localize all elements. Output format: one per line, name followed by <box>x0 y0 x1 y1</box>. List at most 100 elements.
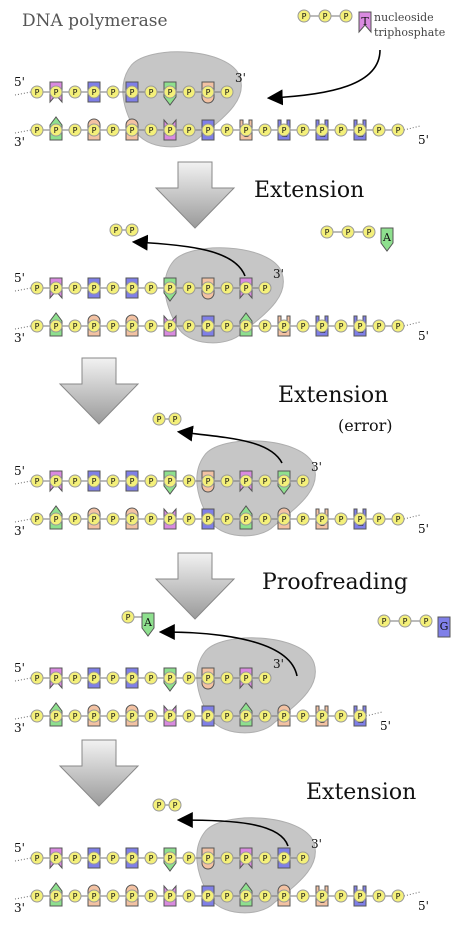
phosphate-circle <box>182 889 196 903</box>
phosphate-circle <box>296 709 310 723</box>
phosphate-label: P <box>187 322 192 331</box>
phosphate-label: P <box>173 801 178 810</box>
phosphate-label: P <box>92 515 97 524</box>
three-prime-bottom: 3' <box>14 524 25 538</box>
phosphate-circle <box>315 889 329 903</box>
phosphate-label: P <box>157 801 162 810</box>
phosphate-circle <box>296 474 310 488</box>
phosphate-circle <box>353 319 367 333</box>
phosphate-label: P <box>225 712 230 721</box>
phosphate-circle <box>106 889 120 903</box>
five-prime-top: 5' <box>14 271 25 285</box>
phosphate-circle <box>220 709 234 723</box>
phosphate-label: P <box>263 674 268 683</box>
phosphate-label: P <box>301 892 306 901</box>
phosphate-label: P <box>225 322 230 331</box>
phosphate-label: P <box>149 712 154 721</box>
phosphate-circle <box>68 474 82 488</box>
phosphate-circle <box>220 123 234 137</box>
phosphate-circle <box>258 851 272 865</box>
phosphate-circle <box>239 319 253 333</box>
strand-end <box>403 321 421 327</box>
phosphate-label: P <box>130 126 135 135</box>
phosphate-label: P <box>73 88 78 97</box>
phosphate-circle <box>239 889 253 903</box>
phosphate-circle <box>125 474 139 488</box>
phosphate-label: P <box>149 284 154 293</box>
phosphate-circle <box>320 225 334 239</box>
step-label-1: Extension <box>254 178 364 203</box>
phosphate-label: P <box>173 415 178 424</box>
phosphate-circle <box>277 123 291 137</box>
phosphate-label: P <box>225 284 230 293</box>
phosphate-label: P <box>377 126 382 135</box>
phosphate-circle <box>239 474 253 488</box>
phosphate-circle <box>163 671 177 685</box>
phosphate-label: P <box>35 712 40 721</box>
phosphate-circle <box>106 85 120 99</box>
excision-arrow-4 <box>158 624 298 677</box>
phosphate-circle <box>87 474 101 488</box>
phosphate-circle <box>163 889 177 903</box>
phosphate-label: P <box>73 674 78 683</box>
phosphate-label: P <box>244 854 249 863</box>
phosphate-label: P <box>168 88 173 97</box>
phosphate-label: P <box>206 477 211 486</box>
phosphate-circle <box>106 671 120 685</box>
phosphate-label: P <box>54 284 59 293</box>
phosphate-label: P <box>149 477 154 486</box>
phosphate-label: P <box>206 88 211 97</box>
phosphate-circle <box>163 851 177 865</box>
phosphate-label: P <box>206 712 211 721</box>
phosphate-label: P <box>263 515 268 524</box>
phosphate-label: P <box>225 88 230 97</box>
phosphate-circle <box>201 85 215 99</box>
phosphate-label: P <box>377 515 382 524</box>
phosphate-label: P <box>396 322 401 331</box>
phosphate-circle <box>152 798 166 812</box>
phosphate-label: P <box>149 322 154 331</box>
phosphate-circle <box>87 281 101 295</box>
base-a <box>380 227 394 252</box>
phosphate-label: P <box>320 892 325 901</box>
phosphate-circle <box>68 851 82 865</box>
phosphate-circle <box>49 123 63 137</box>
phosphate-label: P <box>35 126 40 135</box>
phosphate-circle <box>277 512 291 526</box>
phosphate-label: P <box>168 712 173 721</box>
phosphate-circle <box>258 671 272 685</box>
phosphate-label: P <box>149 515 154 524</box>
phosphate-circle <box>106 474 120 488</box>
phosphate-label: P <box>92 126 97 135</box>
strand-end <box>14 715 32 720</box>
strand-end <box>14 677 32 682</box>
five-prime-bottom: 5' <box>418 133 429 147</box>
phosphate-label: P <box>92 854 97 863</box>
phosphate-circle <box>144 281 158 295</box>
phosphate-label: P <box>206 322 211 331</box>
phosphate-circle <box>49 709 63 723</box>
phosphate-circle <box>201 709 215 723</box>
phosphate-label: P <box>225 854 230 863</box>
strand-end <box>14 857 32 862</box>
phosphate-circle <box>125 281 139 295</box>
phosphate-circle <box>182 85 196 99</box>
phosphate-circle <box>125 319 139 333</box>
phosphate-circle <box>121 610 135 624</box>
phosphate-label: P <box>339 892 344 901</box>
phosphate-circle <box>49 512 63 526</box>
phosphate-circle <box>372 512 386 526</box>
phosphate-circle <box>125 671 139 685</box>
phosphate-label: P <box>54 477 59 486</box>
phosphate-label: P <box>301 322 306 331</box>
phosphate-circle <box>87 851 101 865</box>
panel-2: TAGCGCATCGTACGGPPPPPPPPPPPPPPPPPPPPPPPPP… <box>14 247 429 345</box>
phosphate-label: P <box>320 322 325 331</box>
phosphate-label: P <box>35 674 40 683</box>
phosphate-label: P <box>206 126 211 135</box>
phosphate-label: P <box>187 126 192 135</box>
phosphate-circle <box>68 281 82 295</box>
phosphate-circle <box>391 319 405 333</box>
phosphate-label: P <box>92 892 97 901</box>
